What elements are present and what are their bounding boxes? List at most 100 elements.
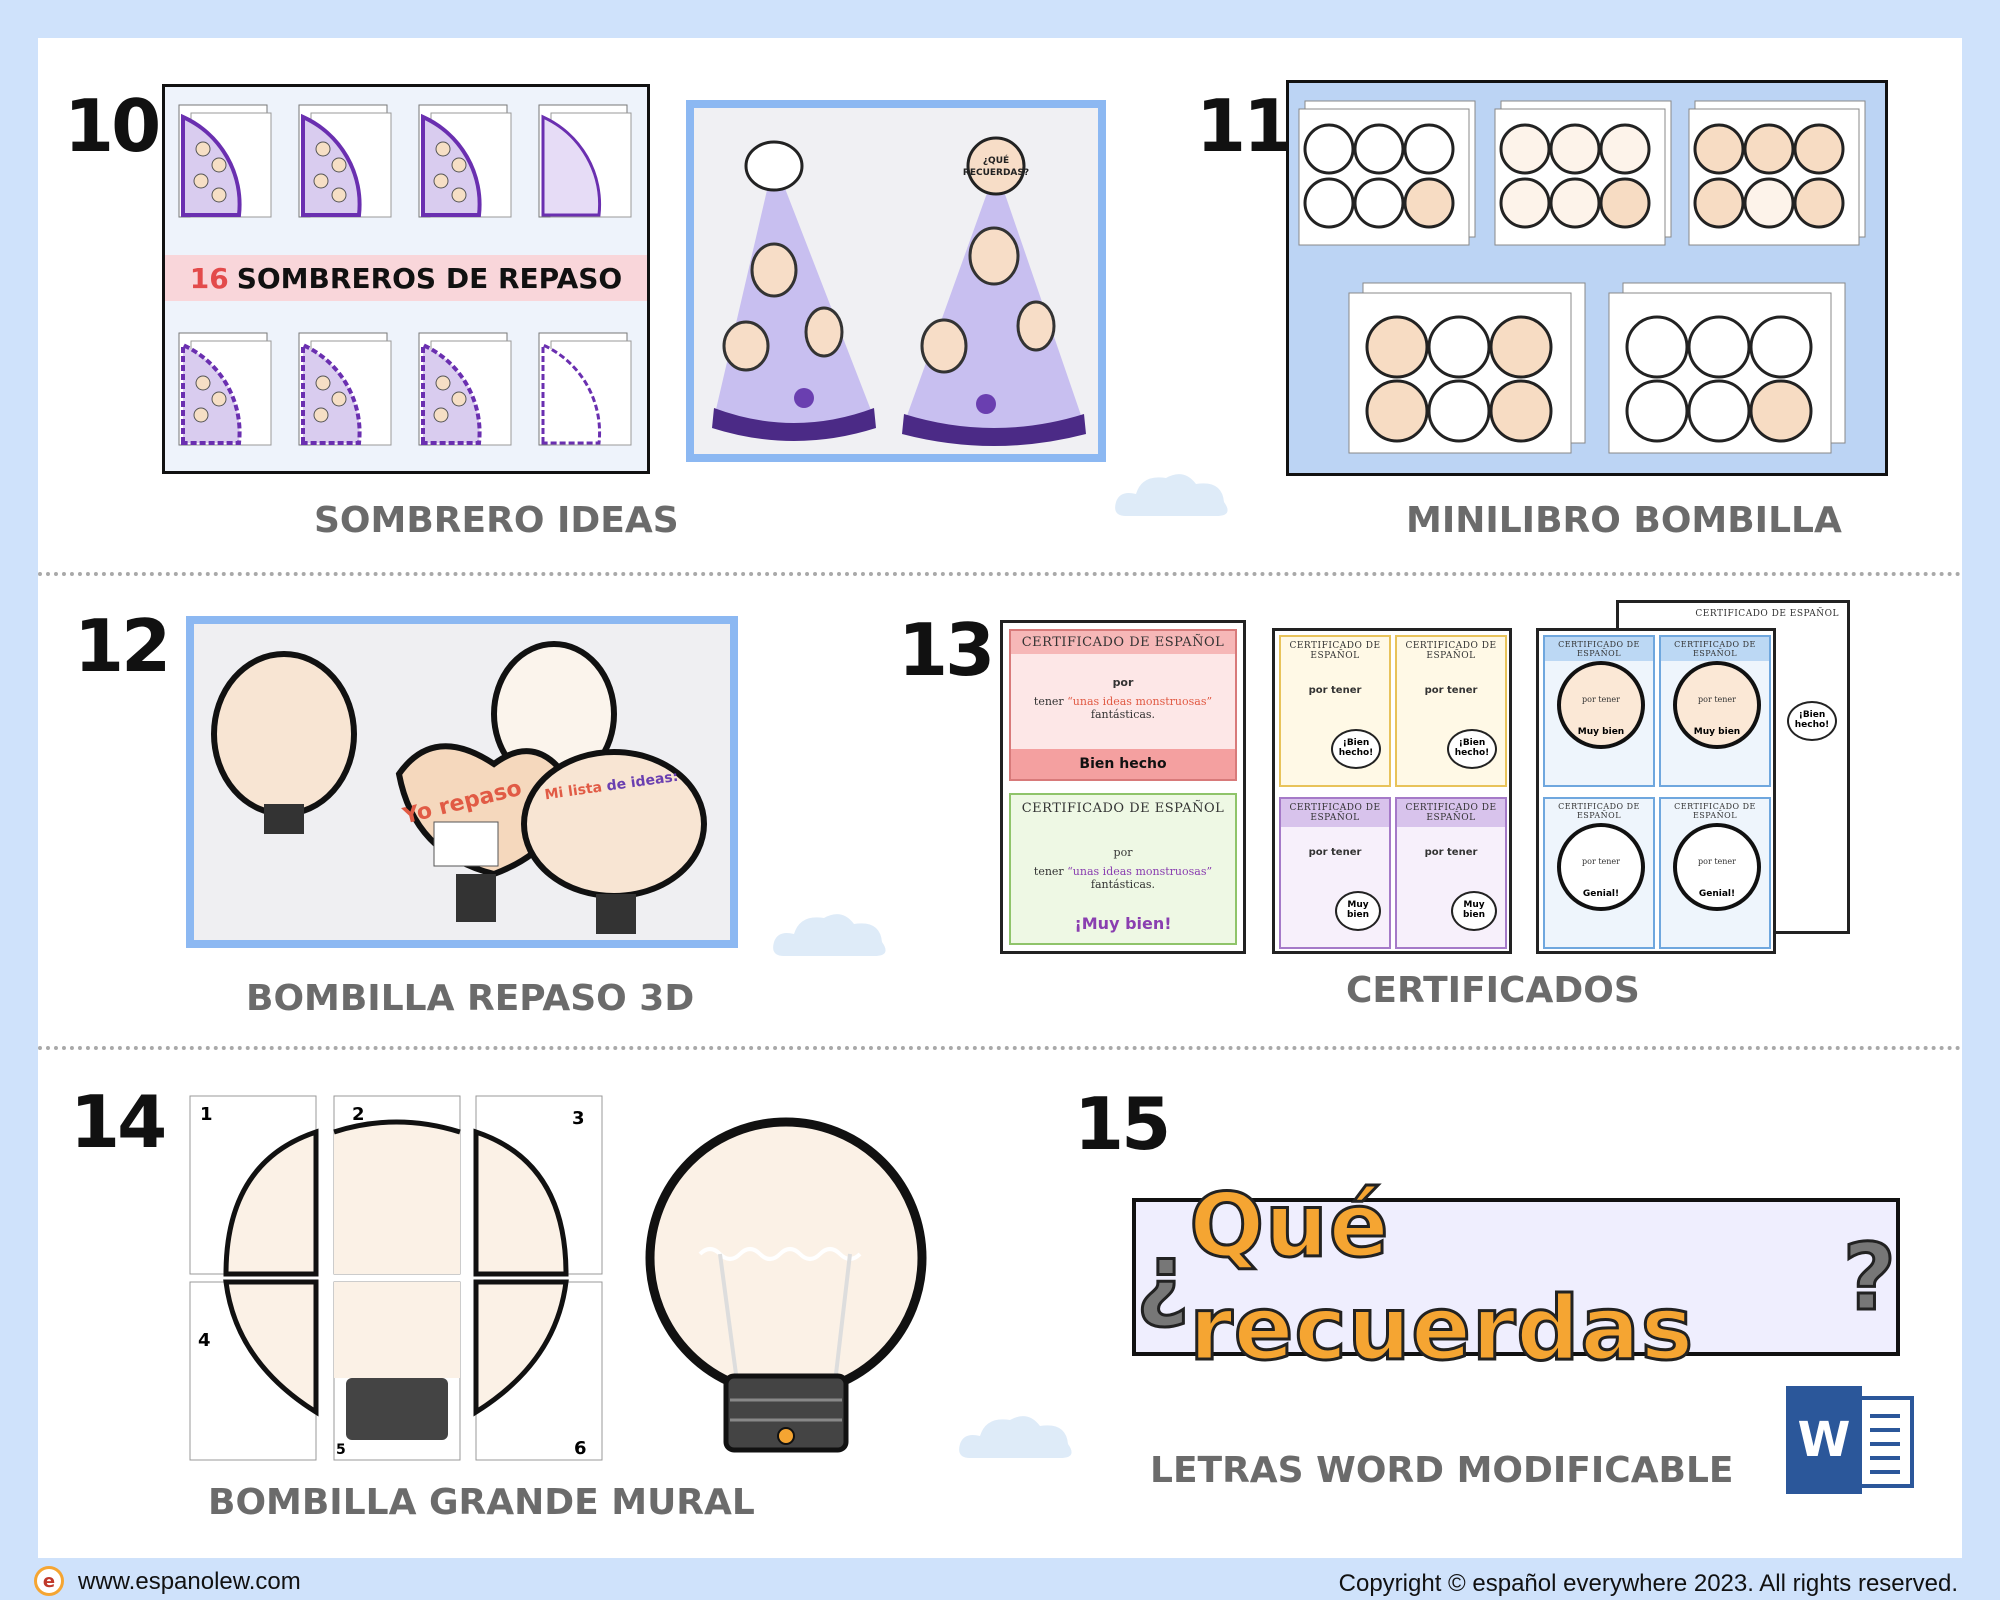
hat-label-2: RECUERDAS? xyxy=(963,168,1029,178)
certificate-blue-1: CERTIFICADO DE ESPAÑOL por tener Muy bie… xyxy=(1543,635,1655,787)
cert-line: tener “unas ideas monstruosas” fantástic… xyxy=(1011,865,1235,891)
sombreros-preview: 16 SOMBREROS DE REPASO xyxy=(162,84,650,474)
cert-por-tener: por tener xyxy=(1698,857,1736,866)
section-14-number: 14 xyxy=(70,1080,167,1164)
piece-2-number: 2 xyxy=(352,1104,365,1125)
question-mark: ? xyxy=(1841,1222,1897,1332)
cert-title: CERTIFICADO DE ESPAÑOL xyxy=(1545,637,1653,661)
cert-por: por xyxy=(1112,676,1134,689)
cert-bulb xyxy=(1557,823,1645,911)
cert-por: por xyxy=(1113,846,1133,859)
cert-title: CERTIFICADO DE ESPAÑOL xyxy=(1021,801,1225,816)
cloud-icon xyxy=(959,1416,1072,1458)
cert-badge: Muy bien xyxy=(1693,727,1741,737)
caption-letras-word-modificable: LETRAS WORD MODIFICABLE xyxy=(1150,1450,1734,1491)
cert-bubble: Muy bien xyxy=(1451,891,1497,931)
que-recuerdas-text: Qué recuerdas xyxy=(1188,1173,1695,1382)
minilibro-preview xyxy=(1286,80,1888,476)
piece-4-number: 4 xyxy=(198,1330,211,1351)
cert-bulb xyxy=(1673,823,1761,911)
section-15-number: 15 xyxy=(1074,1082,1171,1166)
cert-por-tener: por tener xyxy=(1582,695,1620,704)
cert-bubble: ¡Bien hecho! xyxy=(1331,729,1381,769)
caption-bombilla-grande-mural: BOMBILLA GRANDE MURAL xyxy=(208,1482,755,1523)
cert-title: CERTIFICADO DE ESPAÑOL xyxy=(1661,637,1769,661)
certificate-yellow-1: CERTIFICADO DE ESPAÑOL por tener ¡Bien h… xyxy=(1279,635,1391,787)
bombilla-3d-photo: Yo repaso Mi lista de ideas: xyxy=(186,616,738,948)
piece-3-number: 3 xyxy=(572,1108,585,1129)
word-icon: W xyxy=(1786,1386,1916,1494)
certificate-yellow-2: CERTIFICADO DE ESPAÑOL por tener ¡Bien h… xyxy=(1395,635,1507,787)
3d-bulbs-illustration: Yo repaso Mi lista de ideas: xyxy=(194,624,730,940)
piece-5-number: 5 xyxy=(336,1442,346,1458)
cert-title: CERTIFICADO DE ESPAÑOL xyxy=(1558,802,1640,820)
banner-title: SOMBREROS DE REPASO xyxy=(236,261,623,295)
cert-por-tener: por tener xyxy=(1424,847,1478,858)
hat-sheets-illustration xyxy=(178,104,632,446)
certificate-blue-2: CERTIFICADO DE ESPAÑOL por tener Muy bie… xyxy=(1659,635,1771,787)
section-10-number: 10 xyxy=(64,84,161,168)
cert-fantasticas: fantásticas. xyxy=(1090,878,1156,891)
cert-title: CERTIFICADO DE ESPAÑOL xyxy=(1397,799,1505,827)
certificate-blue-3: CERTIFICADO DE ESPAÑOL por tener Genial! xyxy=(1543,797,1655,949)
cloud-icon xyxy=(773,914,886,956)
caption-minilibro-bombilla: MINILIBRO BOMBILLA xyxy=(1406,500,1842,541)
cert-title: CERTIFICADO DE ESPAÑOL xyxy=(1011,631,1235,654)
bulb-minibook-illustration xyxy=(1298,100,1866,454)
cert-title: CERTIFICADO DE ESPAÑOL xyxy=(1289,641,1381,661)
cert-title: CERTIFICADO DE ESPAÑOL xyxy=(1281,799,1389,827)
section-12-number: 12 xyxy=(74,604,171,688)
footer-website-link[interactable]: www.espanolew.com xyxy=(78,1568,301,1595)
cert-badge: Genial! xyxy=(1582,889,1620,899)
caption-certificados: CERTIFICADOS xyxy=(1346,970,1640,1011)
piece-6-number: 6 xyxy=(574,1438,587,1459)
certificate-set-2: CERTIFICADO DE ESPAÑOL por tener ¡Bien h… xyxy=(1272,628,1512,954)
cert-fantasticas: fantásticas. xyxy=(1090,708,1156,721)
cert-tener: tener xyxy=(1033,695,1068,708)
cert-badge: Genial! xyxy=(1698,889,1736,899)
cert-ideas: “unas ideas monstruosas” xyxy=(1067,695,1213,708)
cert-bubble: ¡Bien hecho! xyxy=(1447,729,1497,769)
divider-2 xyxy=(38,1046,1962,1050)
hats-photo: ¿QUÉ RECUERDAS? xyxy=(686,100,1106,462)
sombreros-banner: 16 SOMBREROS DE REPASO xyxy=(165,255,647,301)
certificate-purple-2: CERTIFICADO DE ESPAÑOL por tener Muy bie… xyxy=(1395,797,1507,949)
cert-por-tener: por tener xyxy=(1582,857,1620,866)
cert-bubble: ¡Bien hecho! xyxy=(1787,701,1837,741)
piece-1-number: 1 xyxy=(200,1104,213,1125)
caption-bombilla-repaso-3d: BOMBILLA REPASO 3D xyxy=(246,978,695,1019)
caption-sombrero-ideas: SOMBRERO IDEAS xyxy=(314,500,679,541)
cert-badge: Muy bien xyxy=(1577,727,1625,737)
section-11-number: 11 xyxy=(1196,84,1293,168)
hat-label-1: ¿QUÉ xyxy=(983,154,1009,166)
party-hats-illustration: ¿QUÉ RECUERDAS? xyxy=(694,108,1098,454)
assembled-bulb-icon xyxy=(645,1117,927,1453)
certificate-set-1: CERTIFICADO DE ESPAÑOL por tener “unas i… xyxy=(1000,620,1246,954)
cert-bien-hecho: Bien hecho xyxy=(1011,749,1235,779)
cert-por-tener: por tener xyxy=(1308,847,1362,858)
cert-title: CERTIFICADO DE ESPAÑOL xyxy=(1405,641,1497,661)
cert-title: CERTIFICADO DE ESPAÑOL xyxy=(1674,802,1756,820)
cert-por-tener: por tener xyxy=(1698,695,1736,704)
banner-count: 16 xyxy=(189,261,229,295)
espanolew-logo: e xyxy=(34,1566,64,1596)
section-13-number: 13 xyxy=(898,608,995,692)
certificate-pink: CERTIFICADO DE ESPAÑOL por tener “unas i… xyxy=(1009,629,1237,781)
certificate-blue-4: CERTIFICADO DE ESPAÑOL por tener Genial! xyxy=(1659,797,1771,949)
cert-bulb xyxy=(1673,661,1761,749)
cert-bulb xyxy=(1557,661,1645,749)
cert-title: CERTIFICADO DE ESPAÑOL xyxy=(1695,609,1839,619)
cert-por-tener: por tener xyxy=(1308,685,1362,696)
cert-muy-bien: ¡Muy bien! xyxy=(1074,914,1172,933)
cert-por-tener: por tener xyxy=(1424,685,1478,696)
certificate-green: CERTIFICADO DE ESPAÑOL por tener “unas i… xyxy=(1009,793,1237,945)
footer-copyright: Copyright © español everywhere 2023. All… xyxy=(1338,1570,1958,1597)
cert-bubble: Muy bien xyxy=(1335,891,1381,931)
cloud-icon xyxy=(1115,474,1228,516)
big-bulb-pieces-illustration: 1 2 3 4 5 6 xyxy=(189,1095,603,1461)
inverted-question-mark: ¿ xyxy=(1134,1222,1190,1332)
certificate-set-3: CERTIFICADO DE ESPAÑOL por tener Muy bie… xyxy=(1536,628,1776,954)
cert-ideas: “unas ideas monstruosas” xyxy=(1067,865,1213,878)
divider-1 xyxy=(38,572,1962,576)
cert-tener: tener xyxy=(1033,865,1068,878)
